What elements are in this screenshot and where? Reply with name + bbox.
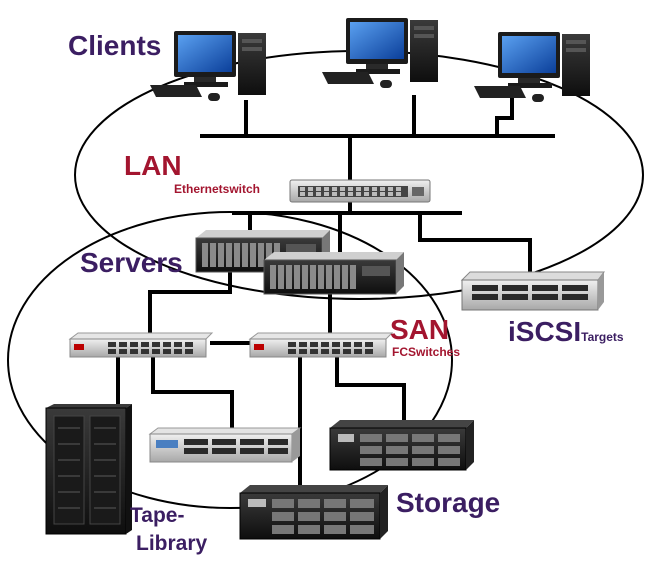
san-boundary-ellipse <box>7 211 453 509</box>
lan-label: LAN <box>124 150 182 181</box>
storage-array-icon <box>329 420 474 471</box>
fc-switch-icon <box>248 332 394 358</box>
desktop-computer-icon <box>150 31 266 101</box>
lan-cabling <box>200 95 555 272</box>
iscsi-label: iSCSITargets <box>508 316 624 348</box>
desktop-computer-icon <box>322 18 438 88</box>
tape-library-label-line1: Tape- <box>130 504 185 527</box>
san-cabling <box>116 272 406 485</box>
iscsi-subtitle: Targets <box>581 330 624 344</box>
iscsi-storage-array-icon <box>460 271 605 311</box>
san-subtitle: FCSwitches <box>392 345 461 359</box>
rack-server-icon <box>263 252 404 295</box>
tape-library-icon <box>45 404 132 535</box>
iscsi-title: iSCSI <box>508 316 582 347</box>
servers-label: Servers <box>80 247 183 278</box>
clients-label: Clients <box>68 30 162 61</box>
fc-switch-icon <box>68 332 214 358</box>
desktop-computer-icon <box>474 32 590 102</box>
storage-array-icon <box>148 427 302 463</box>
ethernet-switch-icon <box>289 179 431 203</box>
storage-label: Storage <box>396 487 501 518</box>
storage-array-icon <box>239 485 388 540</box>
san-label: SAN <box>390 314 450 345</box>
lan-subtitle: Ethernetswitch <box>174 182 261 196</box>
tape-library-label-line2: Library <box>136 532 208 555</box>
